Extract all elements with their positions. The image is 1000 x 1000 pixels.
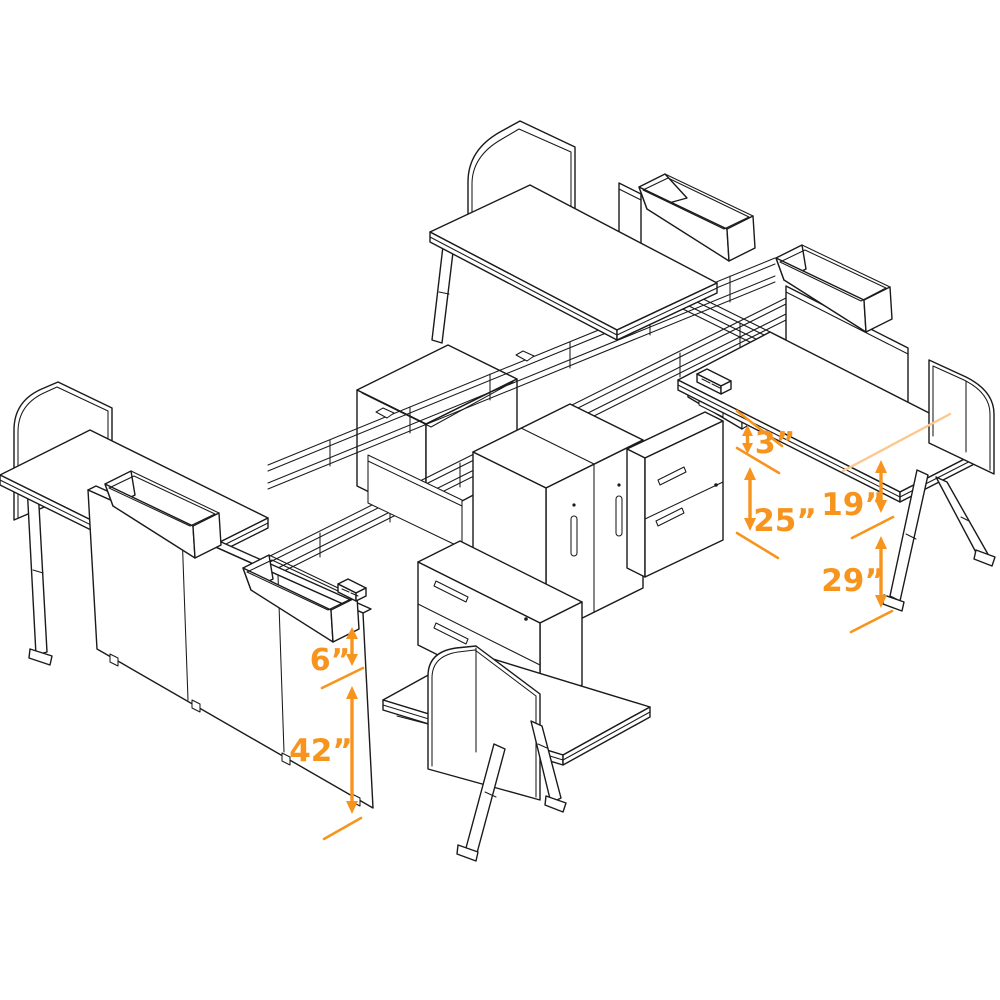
desk-a xyxy=(429,120,756,344)
power-module-desk-b xyxy=(696,368,732,395)
desk-b-legs xyxy=(882,469,996,612)
dimension-arrow-42in xyxy=(346,686,358,814)
wall-tray-1 xyxy=(104,470,222,559)
desk-c xyxy=(382,645,651,862)
dimension-arrow-6in xyxy=(346,627,358,666)
dimension-arrow-3in xyxy=(742,425,753,454)
tick-3-top xyxy=(735,409,784,448)
tick-29-bottom xyxy=(849,609,894,634)
leader-line-desktop-level xyxy=(841,412,952,473)
desk-b-end-screen xyxy=(928,359,995,475)
credenza xyxy=(626,411,724,578)
power-module-wall xyxy=(337,578,367,602)
dimension-arrow-25in xyxy=(744,467,756,531)
dimension-label-19in: 19” xyxy=(821,487,885,523)
dimension-label-6in: 6” xyxy=(310,643,351,678)
tick-6-42 xyxy=(320,666,365,690)
desk-a-privacy-screen xyxy=(467,120,576,216)
dimension-arrow-29in xyxy=(875,536,887,608)
drawer-pull xyxy=(657,466,687,486)
dimension-label-25in: 25” xyxy=(753,503,817,539)
tick-3-25 xyxy=(735,446,781,475)
tower-handle xyxy=(615,495,623,537)
dimension-arrow-19in xyxy=(875,460,887,513)
desk-a-tray xyxy=(638,173,756,262)
dimension-label-42in: 42” xyxy=(289,733,353,769)
desk-a-leg xyxy=(431,243,455,344)
desk-c-legs xyxy=(456,720,567,862)
tick-42-bottom xyxy=(322,816,363,841)
dimension-label-3in: 3” xyxy=(755,426,796,461)
tick-19-29 xyxy=(850,515,895,540)
drawer-pull xyxy=(433,622,469,645)
desk-d-leg xyxy=(26,484,53,666)
dimension-label-29in: 29” xyxy=(821,563,885,599)
drawer-pull xyxy=(433,580,469,603)
tower-handle xyxy=(570,515,578,557)
dimension-annotations: 3” 25” 19” 29” 6” 42” xyxy=(289,409,952,841)
desk-a-top xyxy=(429,184,718,341)
tick-25-bottom xyxy=(735,531,780,560)
wall-tray-2 xyxy=(242,554,360,643)
drawer-pull xyxy=(655,507,685,527)
desk-b-tray xyxy=(775,244,893,333)
